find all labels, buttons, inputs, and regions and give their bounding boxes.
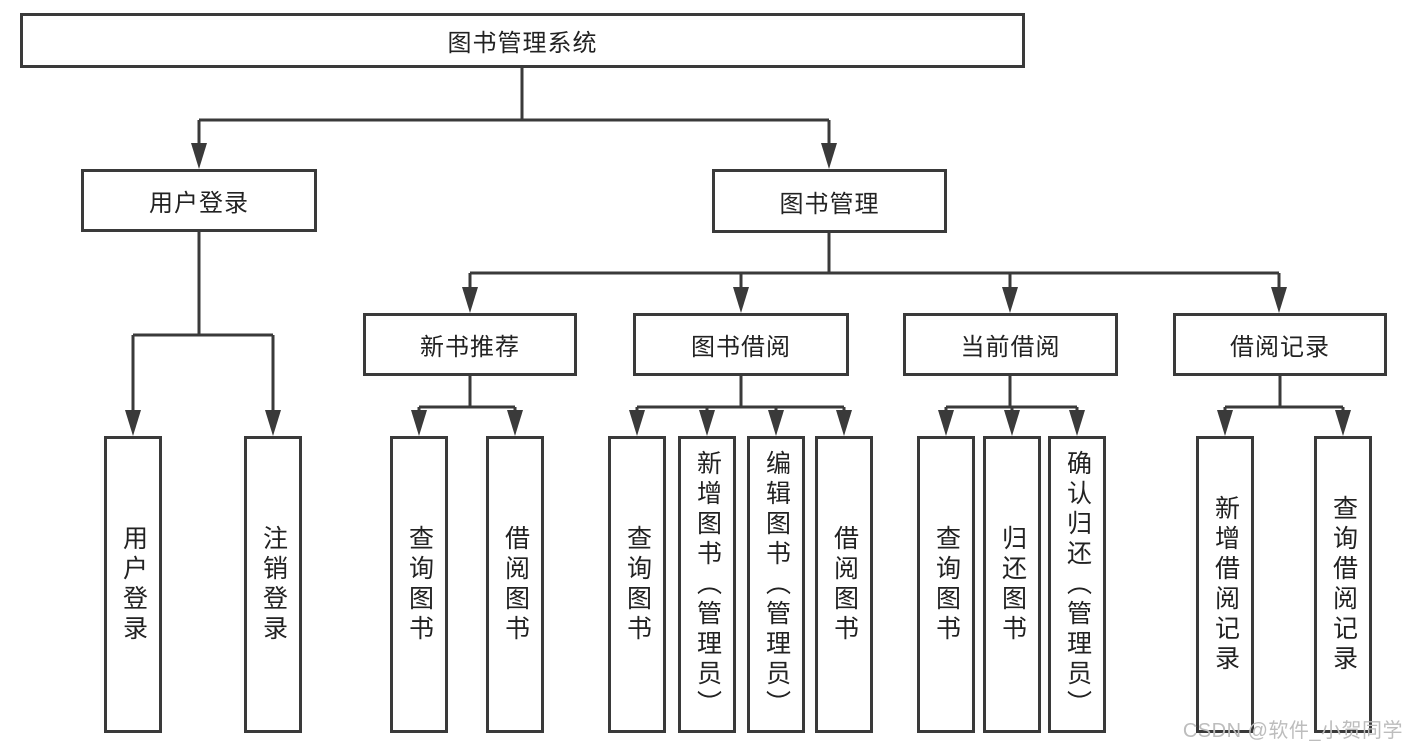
node-add-books-admin: 新增图书（管理员） bbox=[678, 436, 736, 733]
node-borrow-borrow-books: 借阅图书 bbox=[815, 436, 873, 733]
watermark-text: CSDN @软件_小贺同学 bbox=[1182, 720, 1403, 742]
node-library-system: 图书管理系统 bbox=[20, 13, 1025, 68]
node-newbook-query-books: 查询图书 bbox=[390, 436, 448, 733]
node-return-books: 归还图书 bbox=[983, 436, 1041, 733]
node-borrow-records: 借阅记录 bbox=[1173, 313, 1387, 376]
node-edit-books-admin: 编辑图书（管理员） bbox=[747, 436, 805, 733]
node-book-management: 图书管理 bbox=[712, 169, 947, 233]
node-query-borrow-record: 查询借阅记录 bbox=[1314, 436, 1372, 733]
node-newbook-borrow-books: 借阅图书 bbox=[486, 436, 544, 733]
node-current-query-books: 查询图书 bbox=[917, 436, 975, 733]
node-logout-action: 注销登录 bbox=[244, 436, 302, 733]
node-new-book-recommend: 新书推荐 bbox=[363, 313, 577, 376]
node-book-borrow: 图书借阅 bbox=[633, 313, 849, 376]
node-current-borrow: 当前借阅 bbox=[903, 313, 1118, 376]
node-confirm-return-admin: 确认归还（管理员） bbox=[1048, 436, 1106, 733]
node-user-login: 用户登录 bbox=[81, 169, 317, 232]
node-add-borrow-record: 新增借阅记录 bbox=[1196, 436, 1254, 733]
node-user-login-action: 用户登录 bbox=[104, 436, 162, 733]
node-borrow-query-books: 查询图书 bbox=[608, 436, 666, 733]
